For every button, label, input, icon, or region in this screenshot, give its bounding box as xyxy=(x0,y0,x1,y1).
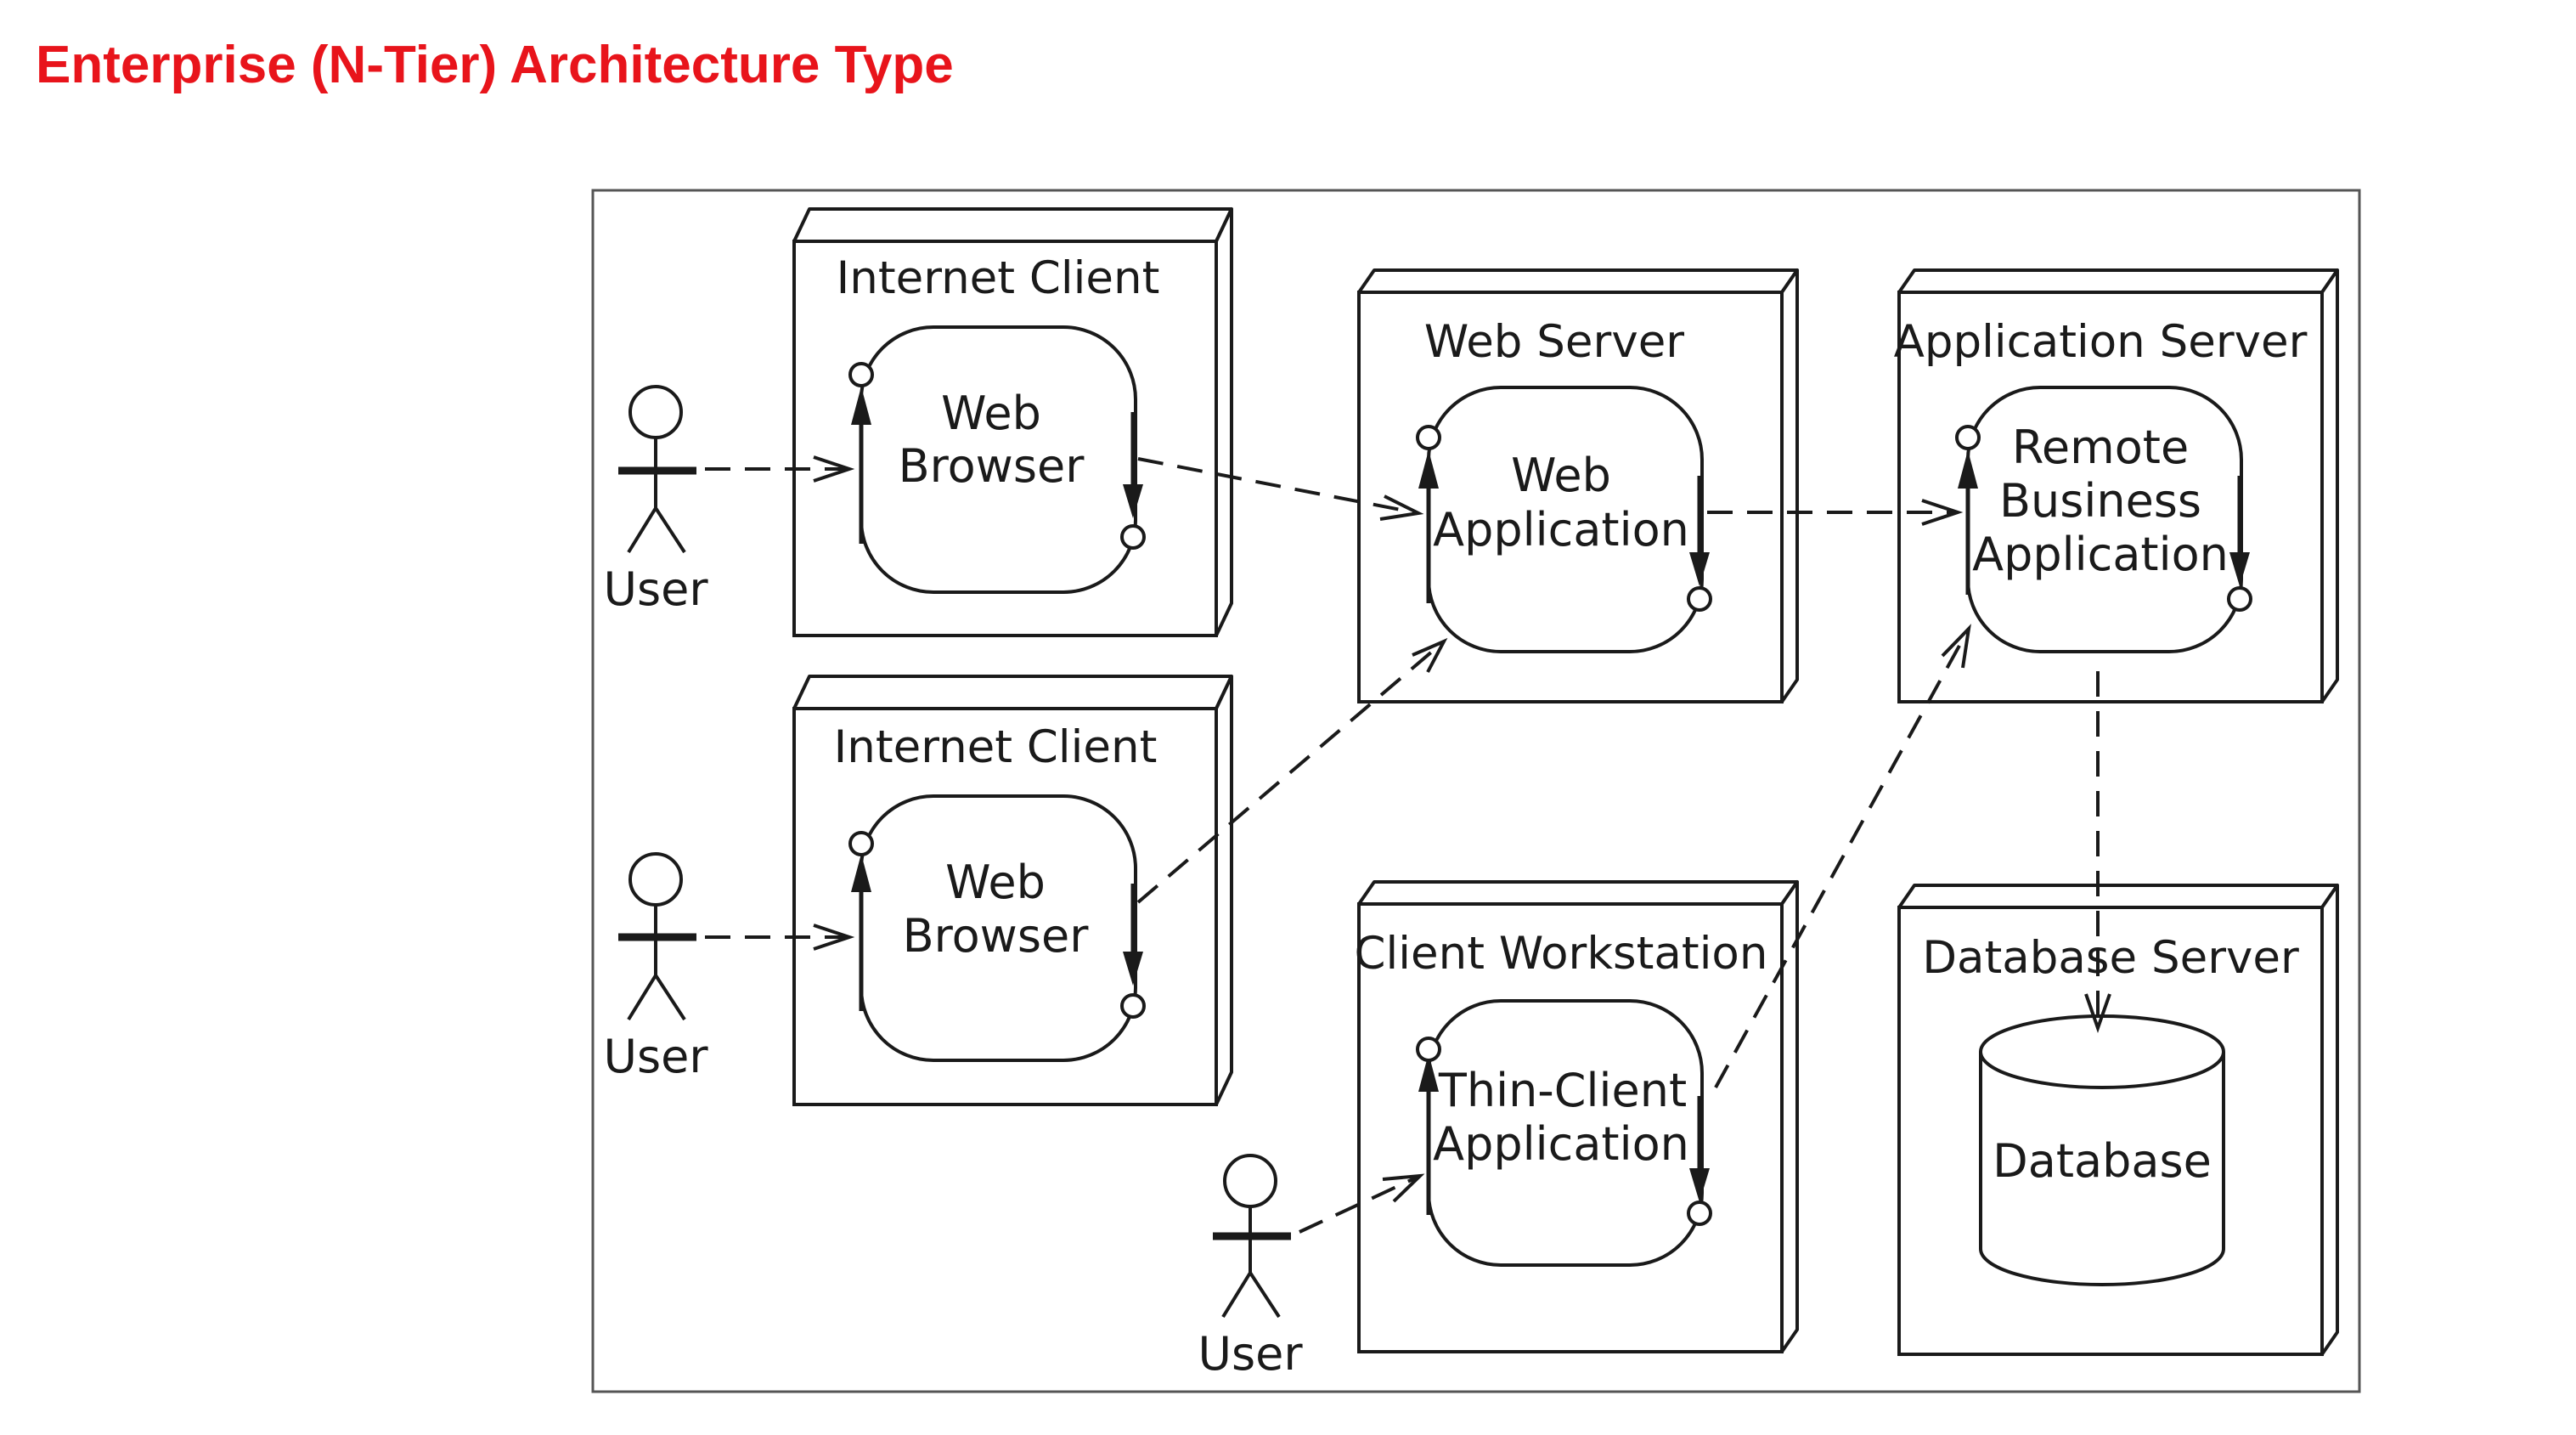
dependency-arrow xyxy=(1714,628,1970,1088)
port-icon xyxy=(2227,586,2252,612)
port-icon xyxy=(848,362,874,387)
web-browser-component-2: Web Browser xyxy=(848,794,1146,1062)
actor-label: User xyxy=(603,562,708,616)
dependency-arrow xyxy=(1299,1174,1421,1234)
node-title: Client Workstation xyxy=(1355,928,1768,980)
component-label: Browser xyxy=(899,439,1085,493)
node-title: Web Server xyxy=(1424,316,1684,368)
database-cylinder: Database xyxy=(1979,1014,2225,1286)
web-application-component: Web Application xyxy=(1416,386,1712,653)
port-icon xyxy=(1120,524,1146,550)
actor-label: User xyxy=(1198,1327,1303,1381)
node-title: Application Server xyxy=(1894,316,2308,368)
dependency-arrows xyxy=(705,455,2111,1234)
port-icon xyxy=(848,831,874,856)
node-title: Database Server xyxy=(1922,932,2299,984)
component-label: Web xyxy=(1511,449,1611,502)
node-title: Internet Client xyxy=(837,252,1160,304)
thin-client-application-component: Thin-Client Application xyxy=(1416,999,1712,1267)
component-label: Application xyxy=(1433,1117,1689,1171)
user-actor-3: User xyxy=(1198,1154,1303,1381)
user-actor-1: User xyxy=(603,385,708,616)
component-label: Web xyxy=(945,856,1046,909)
component-label: Database xyxy=(1993,1134,2212,1188)
dependency-arrow xyxy=(1136,640,1446,904)
component-label: Application xyxy=(1972,528,2229,581)
dependency-arrow xyxy=(1137,457,1419,515)
port-icon xyxy=(1416,1037,1441,1062)
component-label: Application xyxy=(1433,503,1689,556)
actor-label: User xyxy=(603,1030,708,1083)
page-title: Enterprise (N-Tier) Architecture Type xyxy=(36,36,954,94)
port-icon xyxy=(1955,425,1981,450)
user-actor-2: User xyxy=(603,852,708,1083)
component-label: Business xyxy=(1999,474,2201,528)
component-label: Thin-Client xyxy=(1438,1064,1687,1117)
port-icon xyxy=(1416,425,1441,450)
component-label: Remote xyxy=(2012,421,2189,474)
remote-business-application-component: Remote Business Application xyxy=(1955,386,2252,653)
component-label: Web xyxy=(941,387,1041,440)
port-icon xyxy=(1687,1201,1712,1226)
node-title: Internet Client xyxy=(834,721,1158,773)
port-icon xyxy=(1120,993,1146,1019)
web-browser-component-1: Web Browser xyxy=(848,325,1146,594)
component-label: Browser xyxy=(903,909,1090,963)
port-icon xyxy=(1687,586,1712,612)
